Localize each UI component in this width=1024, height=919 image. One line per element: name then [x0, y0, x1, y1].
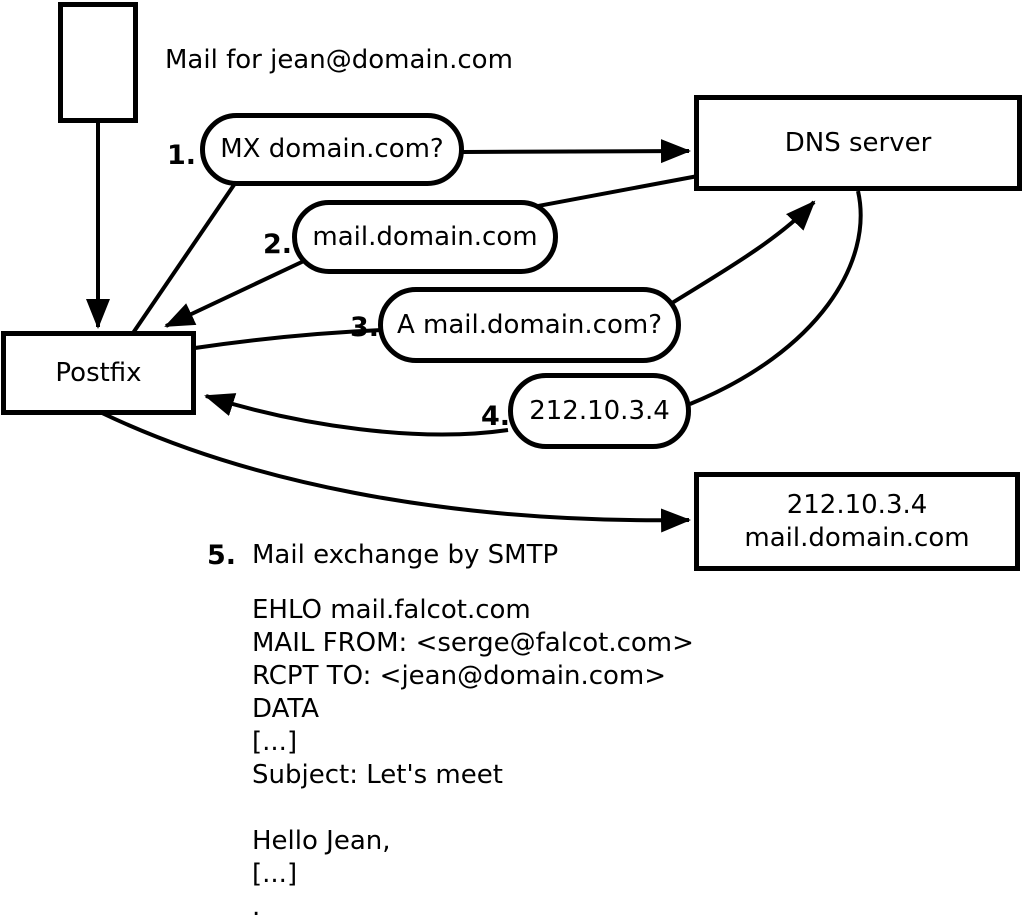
mail-message-icon	[58, 2, 138, 123]
postfix-node: Postfix	[1, 331, 196, 415]
step-number-4: 4.	[481, 401, 511, 432]
arrow-step2-response-to-postfix	[164, 258, 307, 328]
step-number-2: 2.	[263, 229, 293, 260]
dns-server-label: DNS server	[784, 127, 932, 158]
mail-server-node: 212.10.3.4 mail.domain.com	[694, 472, 1020, 571]
query-bubble-a-record: A mail.domain.com?	[378, 287, 681, 363]
mail-for-annotation: Mail for jean@domain.com	[165, 45, 513, 75]
smtp-line: [...]	[252, 727, 298, 757]
query-bubble-mx-label: MX domain.com?	[220, 134, 444, 164]
arrow-postfix-to-mailserver-smtp	[101, 411, 691, 533]
response-bubble-mailhost: mail.domain.com	[292, 200, 558, 274]
line-step1-bubble-to-postfix	[131, 177, 240, 335]
line-dns-to-step4-bubble	[689, 190, 863, 406]
step-number-1: 1.	[167, 140, 197, 171]
line-postfix-to-step3-bubble	[194, 328, 383, 350]
smtp-line: DATA	[252, 694, 319, 724]
smtp-line: RCPT TO: <jean@domain.com>	[252, 661, 667, 691]
dns-server-node: DNS server	[694, 95, 1022, 191]
smtp-line: Hello Jean,	[252, 826, 391, 856]
response-bubble-mailhost-label: mail.domain.com	[312, 221, 538, 252]
arrow-step3-query-to-dns	[670, 200, 816, 305]
query-bubble-mx: MX domain.com?	[200, 113, 464, 186]
response-bubble-ip-label: 212.10.3.4	[529, 395, 670, 426]
step-5-label: Mail exchange by SMTP	[252, 540, 559, 570]
smtp-line-blank	[252, 792, 694, 825]
smtp-session-transcript: EHLO mail.falcot.com MAIL FROM: <serge@f…	[252, 594, 694, 919]
arrow-step1-query-to-dns	[462, 139, 691, 164]
arrow-step4-response-to-postfix	[204, 393, 509, 437]
response-bubble-ip: 212.10.3.4	[508, 373, 691, 449]
mail-server-ip: 212.10.3.4	[786, 489, 928, 520]
smtp-line: .	[252, 892, 261, 919]
smtp-line: Subject: Let's meet	[252, 760, 503, 790]
smtp-line: [...]	[252, 859, 298, 889]
query-bubble-a-record-label: A mail.domain.com?	[397, 309, 662, 340]
smtp-line: MAIL FROM: <serge@falcot.com>	[252, 628, 694, 658]
step-number-5: 5.	[207, 540, 237, 571]
step-number-3: 3.	[350, 312, 380, 343]
smtp-line: EHLO mail.falcot.com	[252, 595, 531, 625]
postfix-label: Postfix	[55, 357, 142, 388]
mail-server-hostname: mail.domain.com	[744, 522, 970, 553]
